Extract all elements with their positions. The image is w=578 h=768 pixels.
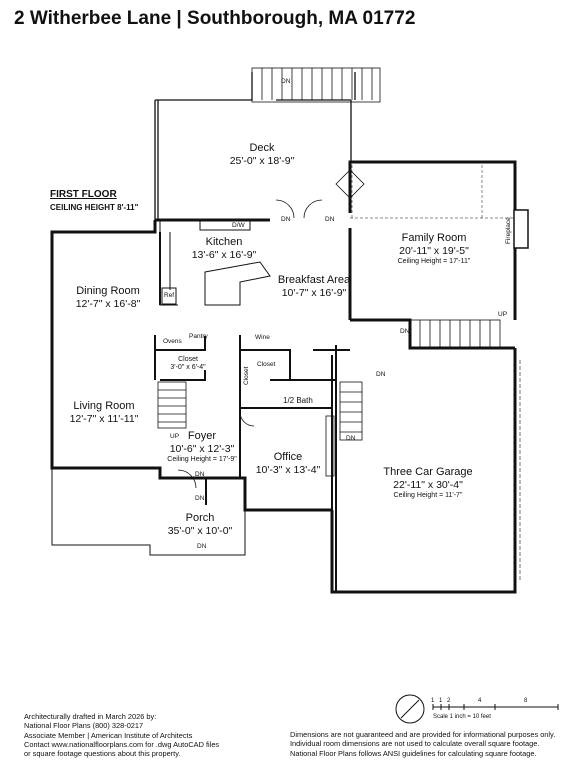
- room-name: Three Car Garage: [383, 466, 473, 478]
- label-dw: D/W: [232, 222, 245, 229]
- room-dims: 35'-0" x 10'-0": [167, 525, 233, 538]
- exterior-walls: [50, 160, 517, 594]
- footer-line: Contact www.nationalfloorplans.com for .…: [24, 739, 220, 749]
- doors: [177, 169, 365, 489]
- kitchen-counters: [159, 219, 271, 306]
- room-name: Closet: [178, 356, 198, 363]
- footer-right: Dimensions are not guaranteed and are pr…: [290, 730, 555, 758]
- room-name: Porch: [185, 512, 215, 524]
- label-dn-porch: DN: [195, 495, 205, 502]
- label-ovens: Ovens: [163, 338, 182, 345]
- room-dining: Dining Room 12'-7" x 16'-8": [76, 285, 141, 311]
- room-closet-2: Closet: [257, 361, 276, 368]
- label-pantry: Pantry: [189, 333, 208, 340]
- label-dn-deck: DN: [281, 78, 291, 85]
- room-name: Foyer: [187, 430, 217, 442]
- floor-label: FIRST FLOOR: [50, 189, 117, 200]
- room-ceiling: Ceiling Height = 17'-9": [167, 455, 237, 463]
- room-ceiling: Ceiling Height = 11'-7": [393, 491, 463, 499]
- room-dims: 10'-3" x 13'-4": [255, 464, 321, 477]
- scale-bar: [432, 704, 559, 710]
- label-ref: Ref: [164, 292, 175, 299]
- room-dims: 13'-6" x 16'-9": [191, 249, 257, 262]
- room-breakfast: Breakfast Area 10'-7" x 16'-9": [278, 274, 350, 300]
- footer-line: National Floor Plans follows ANSI guidel…: [290, 748, 537, 758]
- scale-tick-5: 8: [524, 698, 528, 704]
- footer-line: Associate Member | American Institute of…: [24, 730, 193, 740]
- room-dims: 3'-0" x 6'-4": [170, 364, 206, 372]
- room-name: Living Room: [73, 400, 135, 412]
- room-closet-foyer: Closet 3'-0" x 6'-4": [170, 356, 205, 373]
- porch-outline: [51, 468, 246, 556]
- label-wine: Wine: [255, 334, 270, 341]
- room-garage: Three Car Garage 22'-11" x 30'-4" Ceilin…: [383, 466, 472, 500]
- room-name: Breakfast Area: [277, 274, 351, 286]
- label-up-foyer: UP: [170, 433, 180, 440]
- footer-line: National Floor Plans (800) 328-0217: [24, 721, 144, 731]
- room-name: Office: [273, 451, 303, 463]
- footer-line: Individual room dimensions are not used …: [290, 739, 540, 749]
- room-closet-3: Closet: [243, 366, 250, 385]
- label-dn-breakfast: DN: [325, 216, 335, 223]
- room-foyer: Foyer 10'-6" x 12'-3" Ceiling Height = 1…: [167, 430, 236, 464]
- label-fireplace: Fireplace: [505, 217, 512, 244]
- scale-tick-4: 4: [478, 698, 482, 704]
- ceiling-height-label: CEILING HEIGHT 8'-11": [50, 203, 139, 212]
- footer-line: Dimensions are not guaranteed and are pr…: [290, 730, 556, 739]
- room-deck: Deck 25'-0" x 18'-9": [230, 142, 295, 168]
- label-dn-kitchen: DN: [281, 216, 291, 223]
- garage-stairs: [339, 381, 363, 441]
- room-name: Family Room: [401, 232, 467, 244]
- label-dn-family: DN: [400, 328, 410, 335]
- room-office: Office 10'-3" x 13'-4": [256, 451, 321, 477]
- room-name: Deck: [249, 142, 275, 154]
- footer-line: or square footage questions about this p…: [24, 749, 181, 758]
- scale-tick-3: 2: [447, 698, 451, 704]
- north-arrow-icon: [395, 694, 425, 724]
- room-kitchen: Kitchen 13'-6" x 16'-9": [192, 236, 257, 262]
- room-name: Kitchen: [205, 236, 243, 248]
- room-name: Dining Room: [76, 285, 140, 297]
- foyer-stairs: [157, 381, 187, 429]
- scale-text: Scale 1 inch = 10 feet: [433, 714, 491, 720]
- label-up-family: UP: [498, 311, 508, 318]
- label-dn-garage-stair: DN: [346, 435, 356, 442]
- scale-tick-2: 1: [439, 698, 443, 704]
- room-porch: Porch 35'-0" x 10'-0": [168, 512, 233, 538]
- page-title: 2 Witherbee Lane | Southborough, MA 0177…: [14, 8, 416, 29]
- family-stairs: [409, 319, 501, 349]
- room-dims: 12'-7" x 16'-8": [75, 298, 141, 311]
- label-dn-foyer: DN: [195, 471, 205, 478]
- room-ceiling: Ceiling Height = 17'-11": [397, 257, 471, 265]
- room-dims: 10'-7" x 16'-9": [281, 287, 347, 300]
- footer-left: Architecturally drafted in March 2026 by…: [24, 712, 219, 758]
- deck-stairs: [251, 67, 381, 103]
- room-family: Family Room 20'-11" x 19'-5" Ceiling Hei…: [398, 232, 471, 266]
- room-dims: 22'-11" x 30'-4": [393, 479, 463, 492]
- room-dims: 25'-0" x 18'-9": [229, 155, 295, 168]
- room-dims: 12'-7" x 11'-11": [69, 413, 139, 426]
- room-dims: 10'-6" x 12'-3": [169, 443, 235, 456]
- room-living: Living Room 12'-7" x 11'-11": [70, 400, 139, 426]
- label-dn-garage: DN: [376, 371, 386, 378]
- room-half-bath: 1/2 Bath: [283, 396, 313, 405]
- label-dn-porch-front: DN: [197, 543, 207, 550]
- scale-tick-1: 1: [431, 698, 435, 704]
- footer-line: Architecturally drafted in March 2026 by…: [24, 712, 157, 721]
- room-dims: 20'-11" x 19'-5": [399, 245, 469, 258]
